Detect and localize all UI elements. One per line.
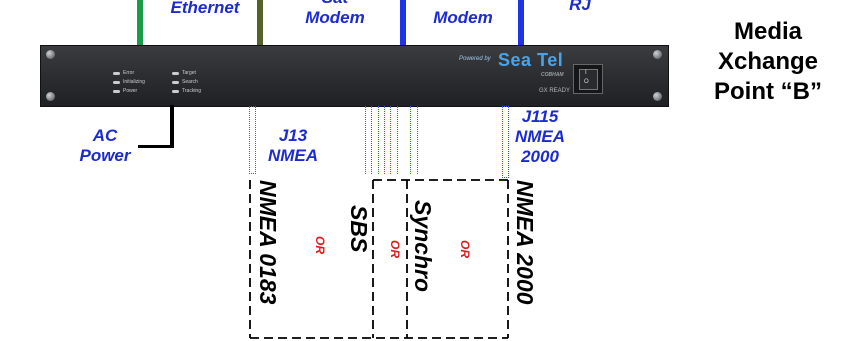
j115-connector — [502, 106, 509, 178]
rj-label: RJ — [569, 0, 591, 14]
led-label: Power — [123, 88, 138, 94]
power-led-icon — [113, 90, 120, 93]
j13-connector — [249, 106, 256, 174]
brand-powered-by: Powered by — [459, 56, 491, 62]
ac-power-cable-horizontal — [138, 145, 174, 148]
led-label: Tracking — [182, 88, 201, 94]
or-label: OR — [313, 236, 327, 254]
led-label: Initializing — [123, 79, 145, 85]
error-led-icon — [113, 72, 120, 75]
screw-icon — [46, 50, 55, 59]
target-led-icon — [172, 72, 179, 75]
screw-icon — [653, 92, 662, 101]
media-xchange-label: Media Xchange Point “B” — [714, 18, 822, 105]
j115-nmea-2000-label: J115 NMEA 2000 — [514, 107, 566, 166]
sat-modem-label: Sat Modem — [305, 0, 365, 27]
ethernet-label: Ethernet — [170, 0, 240, 17]
or-label: OR — [388, 240, 402, 258]
sbs-connector — [365, 106, 385, 174]
brand-logo: Sea Tel — [498, 50, 564, 70]
screw-icon — [46, 92, 55, 101]
power-switch[interactable]: I O — [573, 64, 603, 94]
led-label: Search — [182, 79, 198, 85]
ac-power-cable — [170, 105, 174, 148]
ethernet-cable — [137, 0, 143, 45]
switch-on-label: I — [585, 70, 587, 76]
rack-unit-front-panel: Error Initializing Power Target Search T… — [40, 45, 669, 107]
modem-cable-left — [400, 0, 406, 45]
or-label: OR — [458, 240, 472, 258]
nmea-0183-option: NMEA 0183 — [255, 180, 281, 305]
led-label: Error — [123, 70, 135, 76]
brand-cobham: COBHAM — [541, 72, 564, 78]
synchro-connector-inner — [397, 106, 411, 174]
sbs-option: SBS — [346, 205, 372, 253]
nmea-2000-option: NMEA 2000 — [512, 180, 538, 305]
screw-icon — [653, 50, 662, 59]
power-switch-rocker — [579, 69, 598, 90]
sat-modem-cable — [257, 0, 263, 45]
led-label: Target — [182, 70, 196, 76]
modem-cable-right — [518, 0, 524, 45]
search-led-icon — [172, 81, 179, 84]
synchro-option: Synchro — [410, 200, 436, 293]
sbs-connector-inner — [371, 106, 379, 174]
j13-nmea-label: J13 NMEA — [267, 126, 319, 165]
synchro-connector — [390, 106, 418, 174]
ac-power-label: AC Power — [79, 126, 131, 165]
brand-gx-ready: GX READY — [539, 88, 571, 94]
modem-label: Modem — [433, 8, 493, 27]
tracking-led-icon — [172, 90, 179, 93]
initializing-led-icon — [113, 81, 120, 84]
switch-off-label: O — [584, 79, 589, 85]
